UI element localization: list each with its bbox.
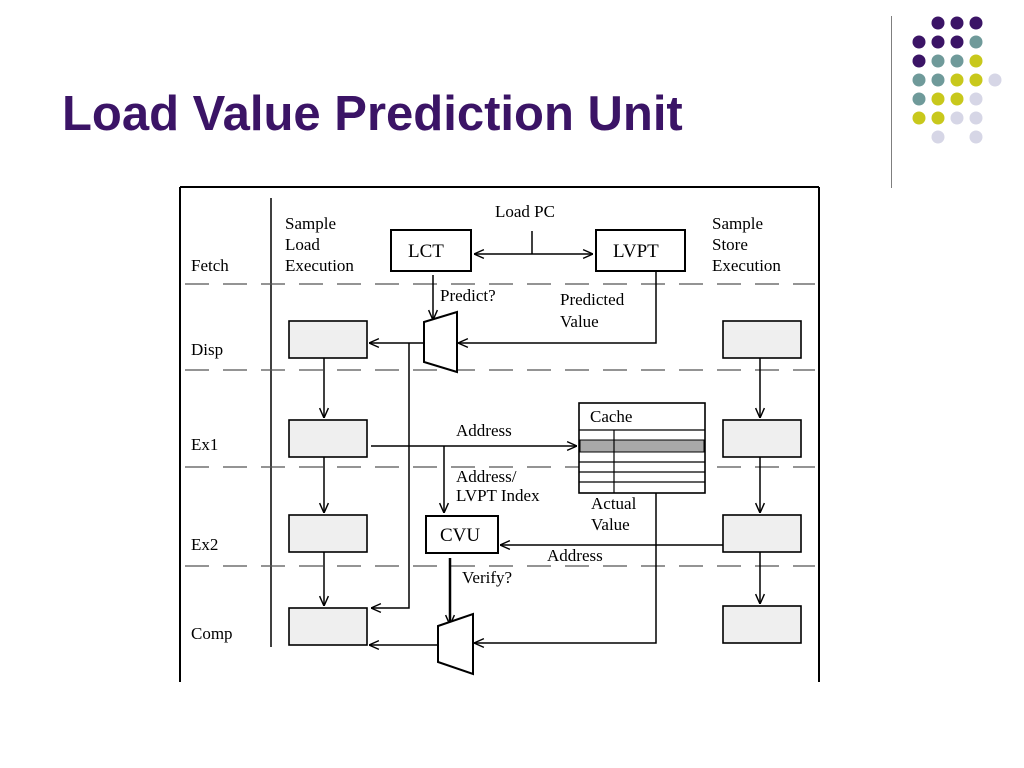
lvpt-label: LVPT (613, 241, 659, 262)
load-pipeline-stages (288, 320, 368, 646)
cache-block (578, 402, 706, 494)
sample-load-label-line2: Load (285, 235, 320, 254)
stage-label-ex1: Ex1 (191, 435, 218, 454)
decorative-dot (950, 73, 964, 87)
verify-label: Verify? (462, 568, 512, 587)
decorative-dot (912, 54, 926, 68)
load-disp-box (288, 320, 368, 359)
decorative-dot (931, 54, 945, 68)
decorative-dot (931, 16, 945, 30)
decorative-dot (988, 73, 1002, 87)
store-address-label: Address (547, 546, 603, 565)
decorative-dot (969, 73, 983, 87)
sample-store-label-line3: Execution (712, 256, 781, 275)
load-pc-label: Load PC (495, 202, 555, 221)
decorative-dot-grid (912, 16, 1002, 144)
stage-label-fetch: Fetch (191, 256, 229, 275)
decorative-dot (950, 54, 964, 68)
address-lvpt-index-label-line2: LVPT Index (456, 486, 540, 505)
stage-label-disp: Disp (191, 340, 223, 359)
store-disp-box (722, 320, 802, 359)
decorative-dot (931, 35, 945, 49)
decorative-dot (950, 16, 964, 30)
actual-value-label-line2: Value (591, 515, 630, 534)
decorative-dot (912, 35, 926, 49)
load-pc-connector (474, 231, 593, 254)
cache-highlight-row (579, 439, 705, 453)
decorative-dot (969, 130, 983, 144)
decorative-dot (950, 92, 964, 106)
decorative-dot (912, 73, 926, 87)
decorative-dot (931, 130, 945, 144)
decorative-dot (912, 92, 926, 106)
sample-store-label-line2: Store (712, 235, 748, 254)
actual-value-label-line1: Actual (591, 494, 637, 513)
stage-label-ex2: Ex2 (191, 535, 218, 554)
sample-load-label-line3: Execution (285, 256, 354, 275)
decorative-dot (950, 111, 964, 125)
predicted-value-label-line1: Predicted (560, 290, 625, 309)
address-to-cache-label: Address (456, 421, 512, 440)
decorative-dot (931, 92, 945, 106)
lct-label: LCT (408, 241, 444, 262)
decorative-dot (969, 92, 983, 106)
decorative-dot (931, 73, 945, 87)
decorative-dot (969, 54, 983, 68)
address-lvpt-index-label-line1: Address/ (456, 467, 517, 486)
decorative-dot (969, 16, 983, 30)
predicted-value-arrow (458, 271, 657, 343)
stage-label-comp: Comp (191, 624, 233, 643)
commit-mux (437, 612, 474, 676)
decorative-dot (969, 35, 983, 49)
sample-store-label-line1: Sample (712, 214, 763, 233)
store-pipeline-stages (722, 320, 802, 644)
cvu-label: CVU (440, 525, 480, 546)
decorative-dot (931, 111, 945, 125)
load-ex1-box (288, 419, 368, 458)
lvpt-box (595, 229, 686, 272)
decorative-dot (950, 35, 964, 49)
cvu-box (425, 515, 499, 554)
store-comp-box (722, 605, 802, 644)
lct-box (390, 229, 472, 272)
predicted-to-comp-wire (371, 343, 410, 608)
predict-label: Predict? (440, 286, 496, 305)
sample-load-label-line1: Sample (285, 214, 336, 233)
load-ex2-box (288, 514, 368, 553)
store-ex1-box (722, 419, 802, 458)
slide-title: Load Value Prediction Unit (62, 87, 683, 141)
dispatch-mux (423, 310, 458, 374)
decorative-dot (912, 111, 926, 125)
diagram-frame (179, 186, 820, 682)
actual-value-wire (474, 493, 657, 643)
store-ex2-box (722, 514, 802, 553)
predicted-value-label-line2: Value (560, 312, 599, 331)
stage-separators (185, 283, 815, 567)
title-divider-line (891, 16, 892, 188)
cache-label: Cache (590, 407, 632, 426)
load-comp-box (288, 607, 368, 646)
decorative-dot (969, 111, 983, 125)
